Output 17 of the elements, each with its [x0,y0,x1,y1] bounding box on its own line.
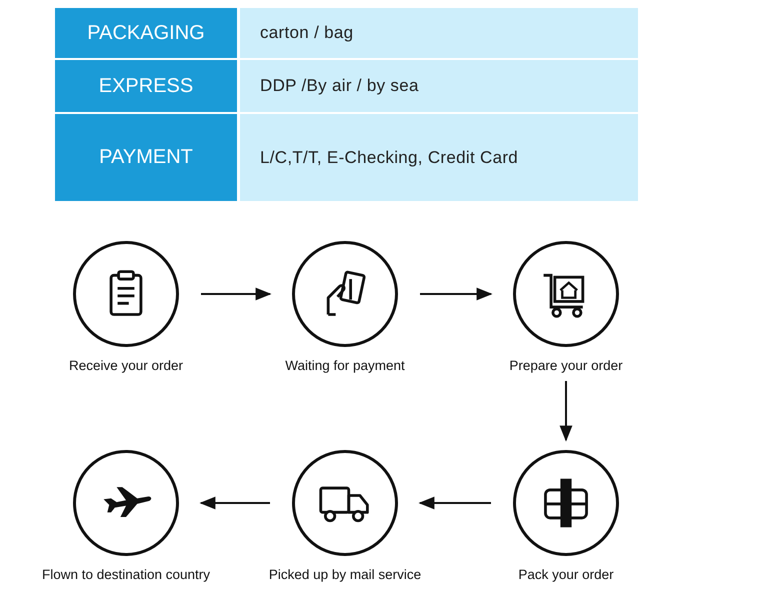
arrow [420,288,493,300]
table-header: PACKAGING [55,8,237,58]
step-caption: Picked up by mail service [268,567,422,582]
arrow [560,381,572,442]
step-caption: Flown to destination country [42,567,210,582]
step-caption: Prepare your order [509,358,623,373]
table-header: EXPRESS [55,60,237,112]
table-header: PAYMENT [55,114,237,201]
step-caption: Waiting for payment [285,358,405,373]
arrow [199,496,270,510]
step-caption: Pack your order [518,567,614,582]
arrow [201,288,272,300]
arrow [418,496,491,510]
table-cell: L/C,T/T, E-Checking, Credit Card [240,114,638,201]
table-cell: DDP /By air / by sea [240,60,638,112]
table-cell: carton / bag [240,8,638,58]
step-caption: Receive your order [68,358,184,373]
